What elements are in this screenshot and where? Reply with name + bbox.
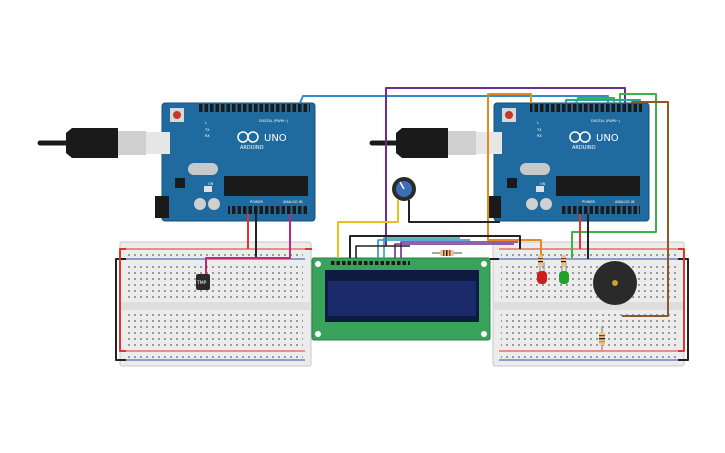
arduino-logo <box>569 131 591 143</box>
analog-label: ANALOG IN <box>283 200 303 204</box>
wire-brown[interactable] <box>622 101 669 317</box>
on-label: ON <box>540 182 546 186</box>
arduino-logo-text: ARDUINO <box>240 145 264 151</box>
potentiometer[interactable] <box>392 177 416 201</box>
lcd-screen <box>328 281 476 316</box>
breadboard-left[interactable] <box>119 241 312 367</box>
rx-label: RX <box>537 134 542 138</box>
wire-orange[interactable] <box>487 93 542 258</box>
analog-label: ANALOG IN <box>615 200 635 204</box>
digital-label: DIGITAL (PWM~) <box>259 119 289 123</box>
usb-cable-right[interactable] <box>369 128 502 158</box>
tx-label: TX <box>536 128 542 132</box>
piezo-buzzer[interactable] <box>593 261 637 305</box>
wires <box>115 87 689 361</box>
wire-lcd-purple-2[interactable] <box>400 241 518 258</box>
lcd-resistor[interactable] <box>432 250 462 256</box>
arduino-uno-left[interactable]: ARDUINO UNO DIGITAL (PWM~) POWER ANALOG … <box>155 102 316 222</box>
buzzer-resistor[interactable] <box>599 326 605 350</box>
wire-lcd-black[interactable] <box>355 245 410 258</box>
wire-lcd-teal[interactable] <box>383 237 460 258</box>
led-resistors[interactable] <box>538 255 566 267</box>
power-label: POWER <box>582 200 596 204</box>
power-label: POWER <box>250 200 264 204</box>
l-label: L <box>205 121 207 125</box>
usb-cable-left[interactable] <box>37 128 170 158</box>
wire-black-cross[interactable] <box>349 235 521 258</box>
arduino-model-text: UNO <box>596 133 619 144</box>
wire-lcd-purple-1[interactable] <box>394 243 514 258</box>
tmp36-sensor[interactable]: TMP <box>196 274 210 290</box>
wire-purple-top[interactable] <box>385 87 626 246</box>
digital-label: DIGITAL (PWM~) <box>591 119 621 123</box>
l-label: L <box>537 121 539 125</box>
wire-lcd-blue[interactable] <box>377 239 470 258</box>
on-label: ON <box>208 182 214 186</box>
breadboard-right[interactable] <box>492 241 685 367</box>
wire-magenta[interactable] <box>205 214 291 276</box>
wire-yellow[interactable] <box>337 200 399 258</box>
wire-rail-left-red[interactable] <box>119 248 126 352</box>
rx-label: RX <box>205 134 210 138</box>
arduino-logo-text: ARDUINO <box>572 145 596 151</box>
arduino-model-text: UNO <box>264 133 287 144</box>
wire-green-top[interactable] <box>571 93 657 258</box>
tmp-label: TMP <box>196 280 207 286</box>
tx-label: TX <box>204 128 210 132</box>
wire-blue-top[interactable] <box>299 95 609 104</box>
arduino-uno-right[interactable]: ARDUINO UNO DIGITAL (PWM~) POWER ANALOG … <box>487 102 650 222</box>
wire-rail-right-red[interactable] <box>678 248 685 352</box>
lcd-pin-header <box>330 261 410 265</box>
arduino-logo <box>237 131 259 143</box>
wire-black-pot[interactable] <box>408 200 500 223</box>
lcd-16x2[interactable] <box>311 257 491 341</box>
